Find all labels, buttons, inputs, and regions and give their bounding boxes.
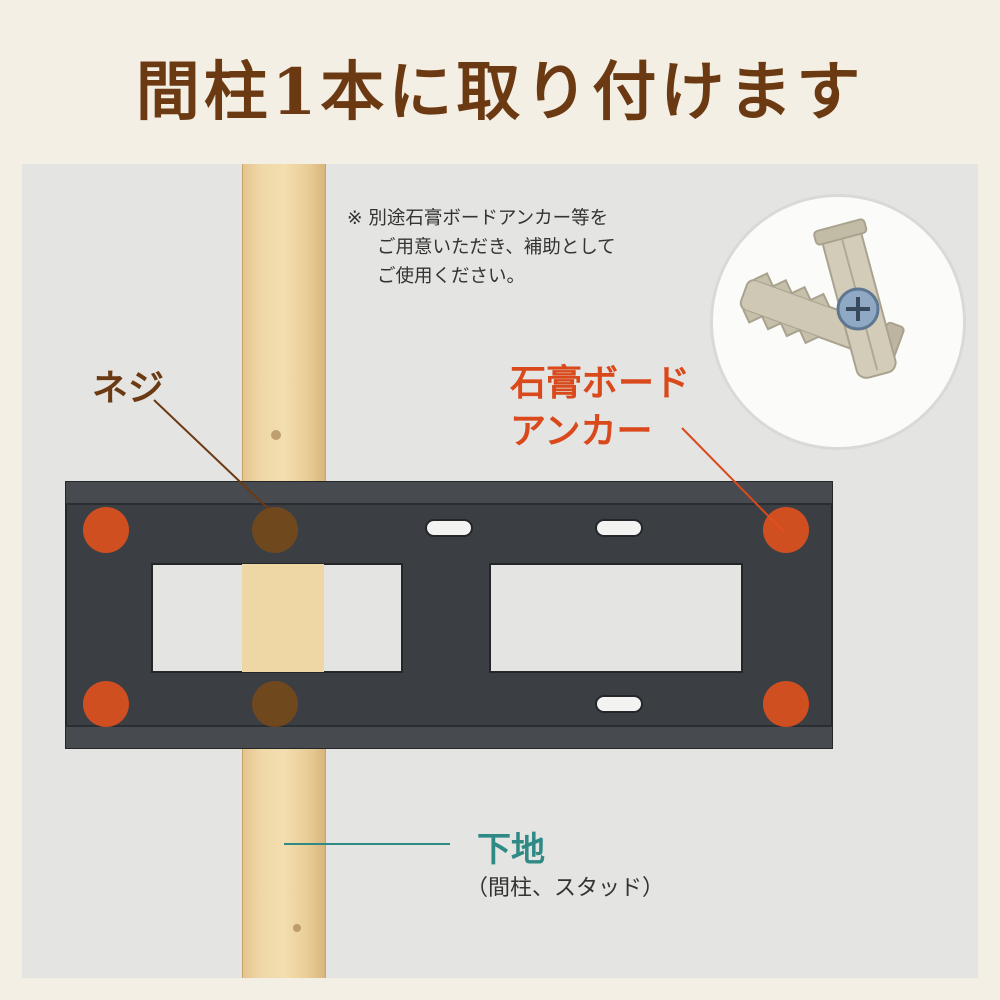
drywall-anchor-label: 石膏ボード アンカー xyxy=(510,360,690,456)
note-line-1: ※ 別途石膏ボードアンカー等を xyxy=(347,208,609,229)
stud-label: 下地 xyxy=(477,830,545,870)
wall-mount-bracket xyxy=(65,481,833,749)
bracket-slot xyxy=(425,519,473,537)
screw-marker xyxy=(252,681,298,727)
bracket-cutout-right xyxy=(489,563,743,673)
wood-knot xyxy=(271,430,281,440)
note-line-3: ご使用ください。 xyxy=(377,266,526,287)
note-line-2: ご用意いただき、補助として xyxy=(377,237,616,258)
bracket-slot xyxy=(595,695,643,713)
anchor-photo xyxy=(710,194,966,450)
anchor-marker xyxy=(83,507,129,553)
anchor-leader-line xyxy=(681,427,785,533)
anchor-marker xyxy=(763,681,809,727)
stud-sublabel: （間柱、スタッド） xyxy=(466,876,665,901)
anchor-marker xyxy=(83,681,129,727)
screw-leader-line xyxy=(153,399,275,515)
page-title: 間柱1本に取り付けます xyxy=(135,55,865,130)
screw-marker xyxy=(252,507,298,553)
screw-label: ネジ xyxy=(92,368,165,409)
anchor-note: ※ 別途石膏ボードアンカー等を ご用意いただき、補助として ご使用ください。 xyxy=(347,204,727,291)
bracket-overlay xyxy=(65,399,833,845)
drywall-anchor-icon xyxy=(739,218,905,379)
drywall-anchor-label-line-1: 石膏ボード xyxy=(510,363,691,404)
drywall-anchor-label-line-2: アンカー xyxy=(510,411,653,452)
anchor-marker xyxy=(763,507,809,553)
mounting-diagram: ※ 別途石膏ボードアンカー等を ご用意いただき、補助として ご使用ください。 xyxy=(22,164,978,978)
bracket-slot xyxy=(595,519,643,537)
stud-through-cutout xyxy=(242,564,324,672)
wood-knot xyxy=(293,924,301,932)
